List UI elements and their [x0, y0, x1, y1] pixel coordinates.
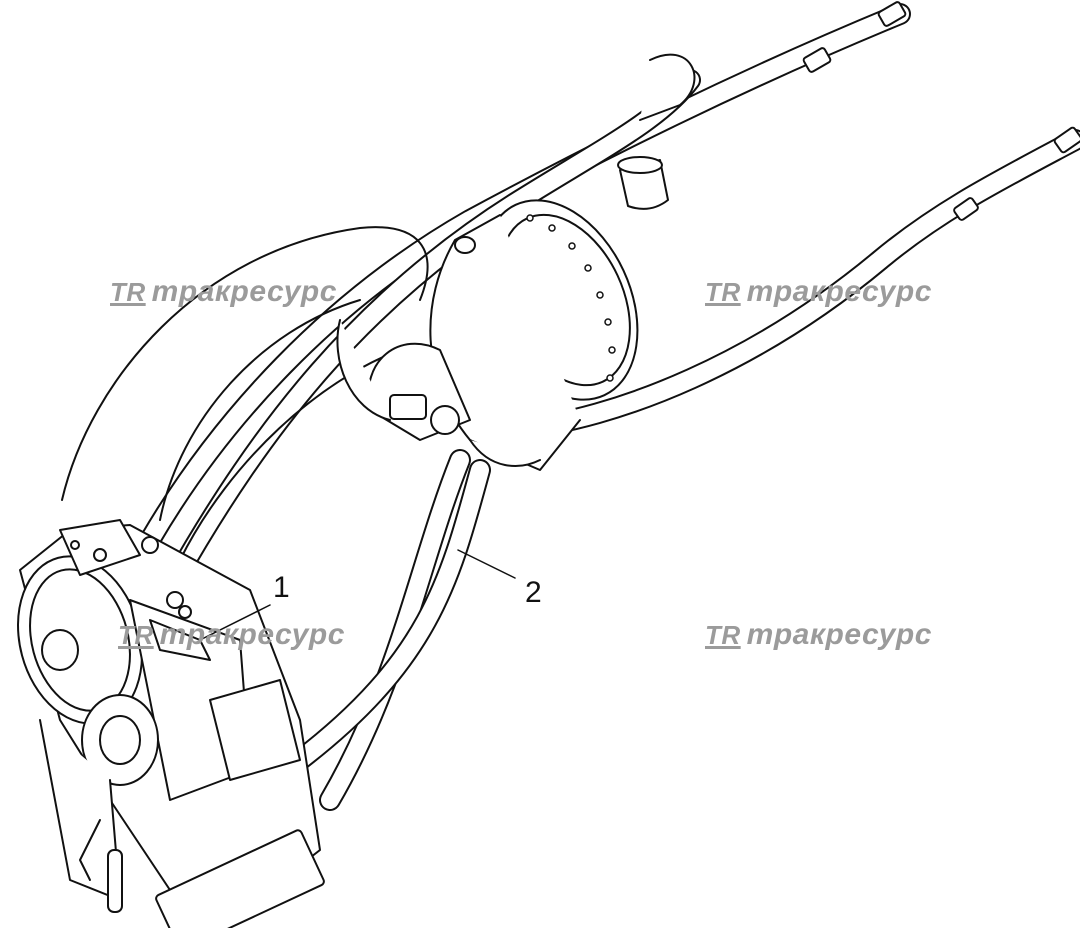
hose-lower-b — [289, 459, 491, 771]
gearbox-fittings — [141, 536, 211, 661]
filter-canister — [617, 53, 696, 210]
hose-fitting-right — [953, 126, 1080, 221]
leader-line-1 — [199, 604, 271, 641]
thin-cable — [61, 226, 429, 501]
watermark-text: тракресурс — [151, 275, 337, 308]
watermark: TR тракресурс — [110, 275, 337, 309]
leader-line-2 — [457, 549, 516, 579]
watermark-text: тракресурс — [159, 618, 345, 651]
watermark-logo: TR — [110, 276, 146, 307]
watermark-text: тракресурс — [746, 618, 932, 651]
watermark: TR тракресурс — [118, 618, 345, 652]
watermark-logo: TR — [118, 619, 154, 650]
callout-label-1: 1 — [273, 571, 290, 604]
watermark: TR тракресурс — [705, 275, 932, 309]
watermark-logo: TR — [705, 276, 741, 307]
watermark-logo: TR — [705, 619, 741, 650]
hose-fitting-top — [802, 1, 907, 73]
pump-housing — [336, 199, 639, 471]
hose-group — [61, 3, 1080, 811]
watermark: TR тракресурс — [705, 618, 932, 652]
callout-label-2: 2 — [525, 576, 542, 609]
pump-bolts — [526, 214, 616, 382]
watermark-text: тракресурс — [746, 275, 932, 308]
